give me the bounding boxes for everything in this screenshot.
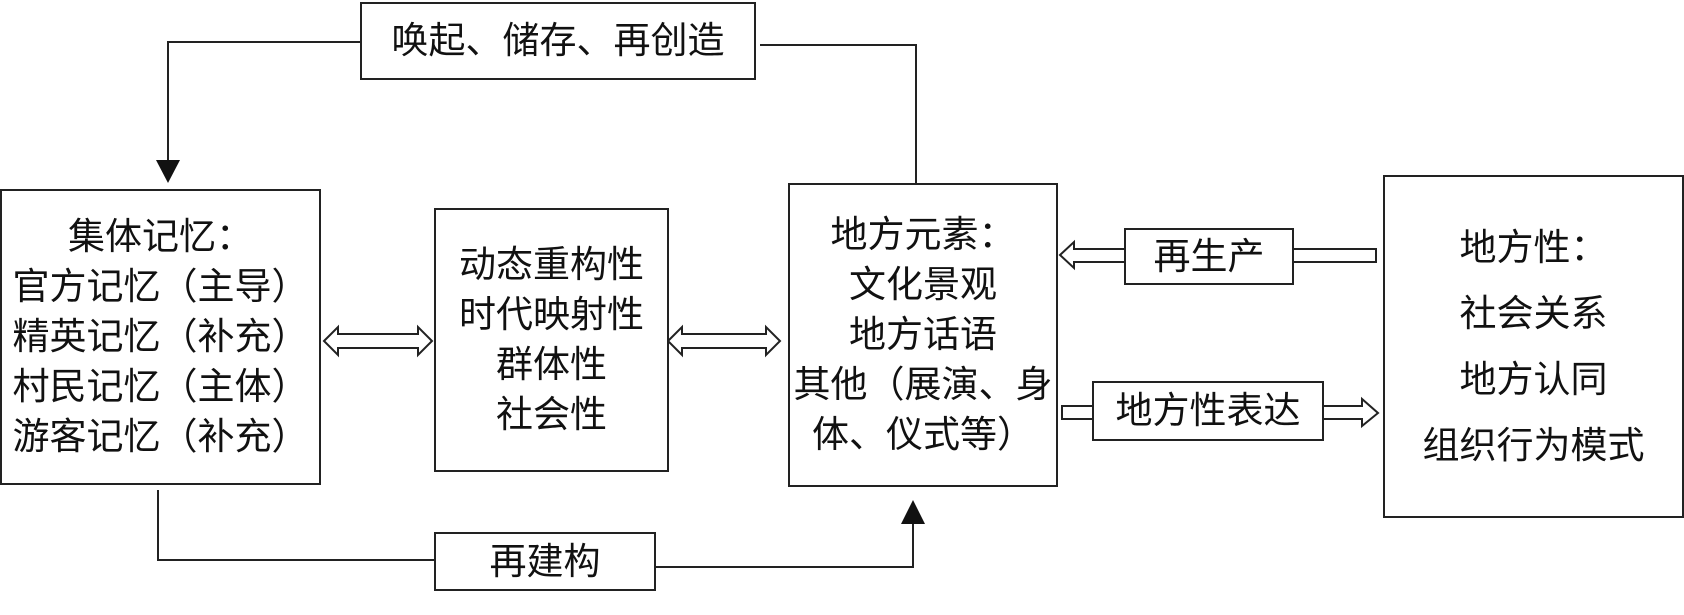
hollow-arrow-reproduce <box>1058 239 1126 271</box>
memory-properties-box: 动态重构性 时代映射性 群体性 社会性 <box>434 208 669 472</box>
top-loop-connector-left <box>167 41 360 162</box>
reproduce-label: 再生产 <box>1153 234 1265 278</box>
bottom-loop-connector-right <box>655 522 914 568</box>
bottom-loop-connector-left <box>157 490 435 561</box>
reproduce-box: 再生产 <box>1124 228 1294 285</box>
collective-memory-title: 集体记忆： <box>68 215 253 258</box>
locality-expression-box: 地方性表达 <box>1092 381 1324 441</box>
top-loop-connector <box>760 44 917 183</box>
element-other-line2: 体、仪式等） <box>812 413 1034 456</box>
double-arrow-memory-properties <box>322 324 434 358</box>
locality-expression-label: 地方性表达 <box>1115 389 1301 432</box>
collective-memory-box: 集体记忆： 官方记忆（主导） 精英记忆（补充） 村民记忆（主体） 游客记忆（补充… <box>0 189 321 485</box>
place-elements-title: 地方元素： <box>830 213 1016 256</box>
locality-box: 地方性： 社会关系 地方认同 组织行为模式 <box>1383 175 1684 518</box>
locality-title: 地方性： <box>1459 225 1608 269</box>
element-cultural-landscape: 文化景观 <box>849 263 997 306</box>
locality-organizational-behavior: 组织行为模式 <box>1422 423 1645 467</box>
property-dynamic-reconstruction: 动态重构性 <box>459 243 644 286</box>
reconstruct-label: 再建构 <box>489 539 601 583</box>
arrow-up-to-elements <box>901 500 925 524</box>
arrow-down-to-memory <box>156 160 180 183</box>
memory-item-tourist: 游客记忆（补充） <box>12 415 309 458</box>
reconstruct-box: 再建构 <box>434 532 656 591</box>
evoke-store-recreate-label: 唤起、储存、再创造 <box>391 19 725 62</box>
property-group: 群体性 <box>496 343 607 386</box>
evoke-store-recreate-box: 唤起、储存、再创造 <box>360 2 756 80</box>
place-elements-box: 地方元素： 文化景观 地方话语 其他（展演、身 体、仪式等） <box>788 183 1058 487</box>
locality-social-relations: 社会关系 <box>1459 291 1608 335</box>
hollow-bar-reproduce-right <box>1292 248 1377 263</box>
memory-item-official: 官方记忆（主导） <box>12 265 309 308</box>
memory-item-elite: 精英记忆（补充） <box>12 315 309 358</box>
hollow-arrow-expression <box>1322 396 1380 429</box>
memory-item-villager: 村民记忆（主体） <box>12 365 309 408</box>
property-social: 社会性 <box>496 393 607 436</box>
double-arrow-properties-elements <box>666 324 782 358</box>
element-other-line1: 其他（展演、身 <box>793 363 1053 406</box>
locality-place-identity: 地方认同 <box>1459 357 1608 401</box>
element-place-discourse: 地方话语 <box>849 313 997 356</box>
property-era-mapping: 时代映射性 <box>459 293 644 336</box>
hollow-bar-expression-left <box>1061 405 1094 420</box>
